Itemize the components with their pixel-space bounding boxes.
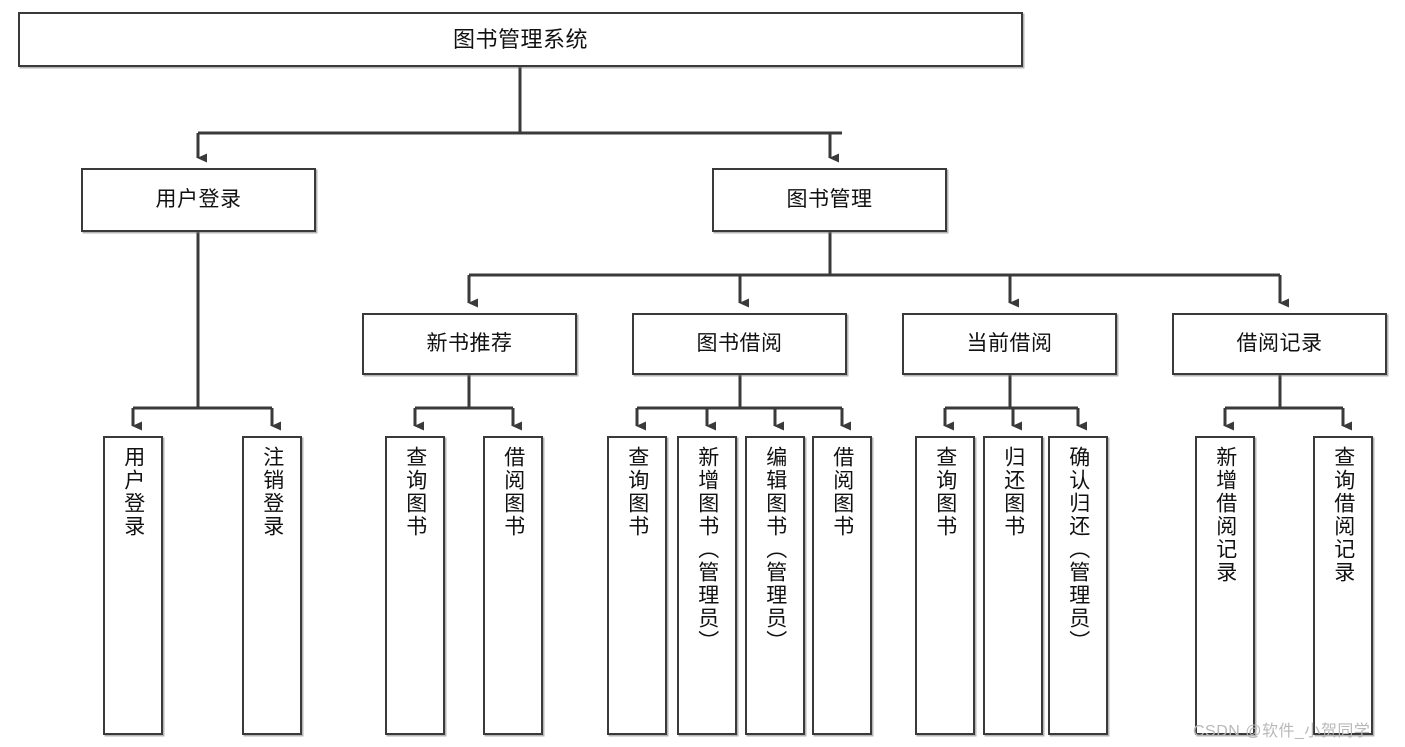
node-label: 图书借阅 (696, 331, 783, 355)
node-label: 借阅记录 (1236, 331, 1323, 355)
node-label: 新增借阅记录 (1213, 446, 1237, 584)
node-label: 查询图书 (933, 446, 957, 538)
leaf-current-return-book[interactable]: 归还图书 (983, 436, 1043, 735)
leaf-record-add-record[interactable]: 新增借阅记录 (1195, 436, 1255, 735)
node-label: 用户登录 (155, 187, 242, 211)
leaf-borrow-borrow-book[interactable]: 借阅图书 (812, 436, 872, 735)
node-label: 借阅图书 (501, 446, 525, 538)
node-label: 查询借阅记录 (1331, 446, 1355, 584)
node-label: 当前借阅 (966, 331, 1053, 355)
node-label: 图书管理 (786, 187, 873, 211)
node-user-login[interactable]: 用户登录 (81, 168, 316, 232)
leaf-borrow-query-book[interactable]: 查询图书 (607, 436, 667, 735)
node-book-borrow[interactable]: 图书借阅 (632, 313, 847, 375)
node-label: 查询图书 (625, 446, 649, 538)
csdn-watermark: CSDN @软件_小贺同学 (1193, 723, 1371, 740)
leaf-user-login-logout[interactable]: 注销登录 (242, 436, 302, 735)
node-book-management[interactable]: 图书管理 (712, 168, 947, 232)
leaf-recommend-query-book[interactable]: 查询图书 (385, 436, 445, 735)
node-borrow-record[interactable]: 借阅记录 (1172, 313, 1387, 375)
node-label: 查询图书 (403, 446, 427, 538)
leaf-borrow-add-book-admin[interactable]: 新增图书（管理员） (677, 436, 737, 735)
node-label: 注销登录 (260, 446, 284, 538)
node-label: 新增图书（管理员） (695, 446, 719, 653)
node-label: 确认归还（管理员） (1066, 446, 1090, 653)
node-label: 归还图书 (1001, 446, 1025, 538)
node-label: 借阅图书 (830, 446, 854, 538)
node-new-book-recommend[interactable]: 新书推荐 (362, 313, 577, 375)
node-label: 新书推荐 (426, 331, 513, 355)
node-label: 图书管理系统 (452, 26, 588, 52)
node-label: 用户登录 (121, 446, 145, 538)
leaf-record-query-record[interactable]: 查询借阅记录 (1313, 436, 1373, 735)
node-label: 编辑图书（管理员） (763, 446, 787, 653)
leaf-current-confirm-return-admin[interactable]: 确认归还（管理员） (1048, 436, 1108, 735)
leaf-borrow-edit-book-admin[interactable]: 编辑图书（管理员） (745, 436, 805, 735)
leaf-current-query-book[interactable]: 查询图书 (915, 436, 975, 735)
leaf-recommend-borrow-book[interactable]: 借阅图书 (483, 436, 543, 735)
node-root-system[interactable]: 图书管理系统 (18, 12, 1023, 67)
leaf-user-login-login[interactable]: 用户登录 (103, 436, 163, 735)
node-current-borrow[interactable]: 当前借阅 (902, 313, 1117, 375)
